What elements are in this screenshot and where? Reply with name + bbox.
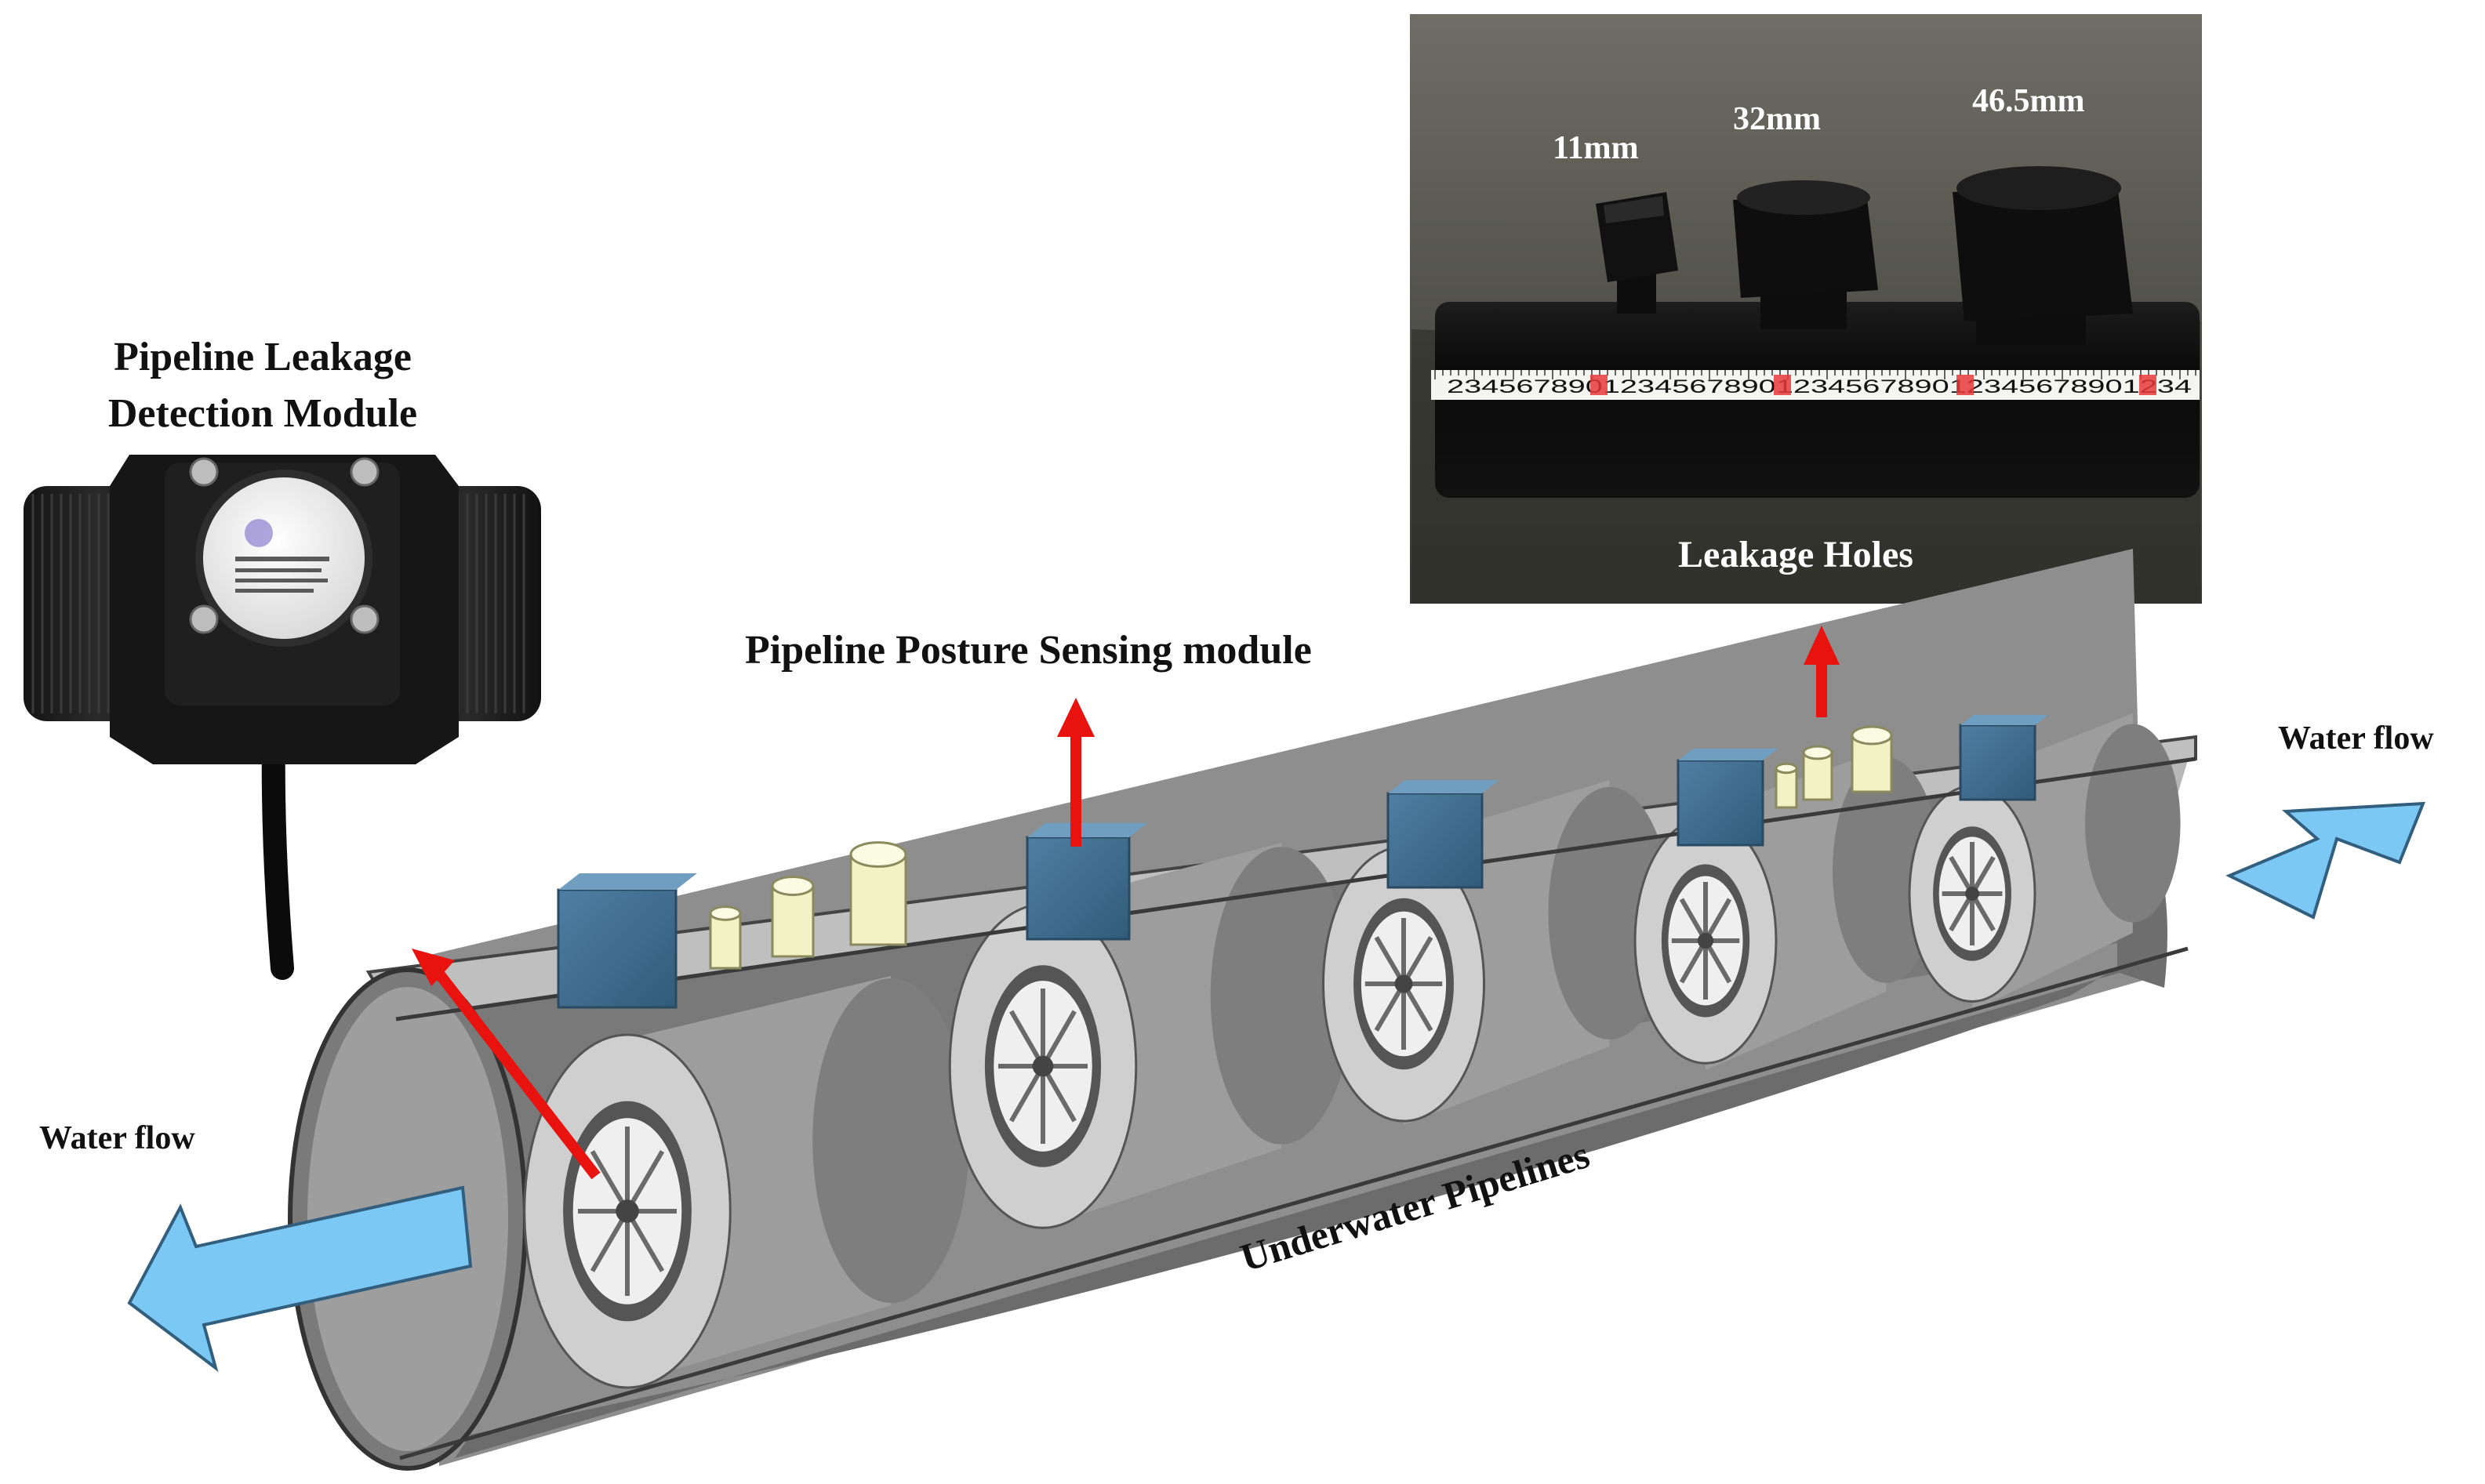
water-flow-arrow-in [2225,801,2426,920]
hole-diameter-11mm: 11mm [1553,130,1639,166]
fitting-46-5mm [1953,166,2133,345]
turbine-3 [1322,780,1671,1125]
leak-hole-cylinder-1 [709,905,742,970]
flow-meter-screws [189,457,380,634]
leakage-module-line2: Detection Module [107,391,418,436]
tape-numbers: 2345678901234567890123456789012345678901… [1447,376,2192,397]
posture-sensor-cubes [557,714,2049,1009]
leak-hole-cylinder-6 [1851,725,1893,793]
sensor-cube-2 [1026,822,1148,941]
turbine-1 [523,976,969,1389]
water-flow-arrow-out [127,1185,473,1373]
flow-meter-photo [24,455,541,980]
water-flow-out-label: Water flow [39,1120,195,1156]
leakage-detection-module-title: Pipeline Leakage Detection Module [74,329,451,442]
leak-hole-cylinder-3 [849,841,907,946]
red-pointer-arrows [412,626,1840,1180]
pipe-bottom [455,949,2149,1458]
leak-hole-cylinder-4 [1775,762,1798,809]
water-flow-in-label: Water flow [2278,720,2434,757]
tape-ticks [1434,370,2196,379]
fitting-32mm [1733,180,1878,329]
measuring-tape [1431,370,2200,400]
posture-sensing-module-label: Pipeline Posture Sensing module [745,628,1312,673]
sensor-cube-3 [1386,780,1499,889]
leak-hole-cylinder-5 [1802,745,1833,801]
hole-diameter-46-5mm: 46.5mm [1972,83,2085,119]
hole-diameter-32mm: 32mm [1733,101,1821,137]
leakage-holes-photo: 2345678901234567890123456789012345678901… [1410,14,2202,604]
turbine-2 [948,843,1353,1229]
leak-hole-cylinder-2 [771,876,815,958]
sensor-cube-5 [1959,714,2049,801]
leakage-holes-label: Leakage Holes [1678,534,1913,575]
sensor-cube-1 [557,873,697,1009]
leakage-module-line1: Pipeline Leakage [114,335,412,379]
sensor-cube-4 [1677,748,1778,847]
leakage-hole-cylinders [709,725,1893,970]
fitting-11mm [1596,192,1678,314]
